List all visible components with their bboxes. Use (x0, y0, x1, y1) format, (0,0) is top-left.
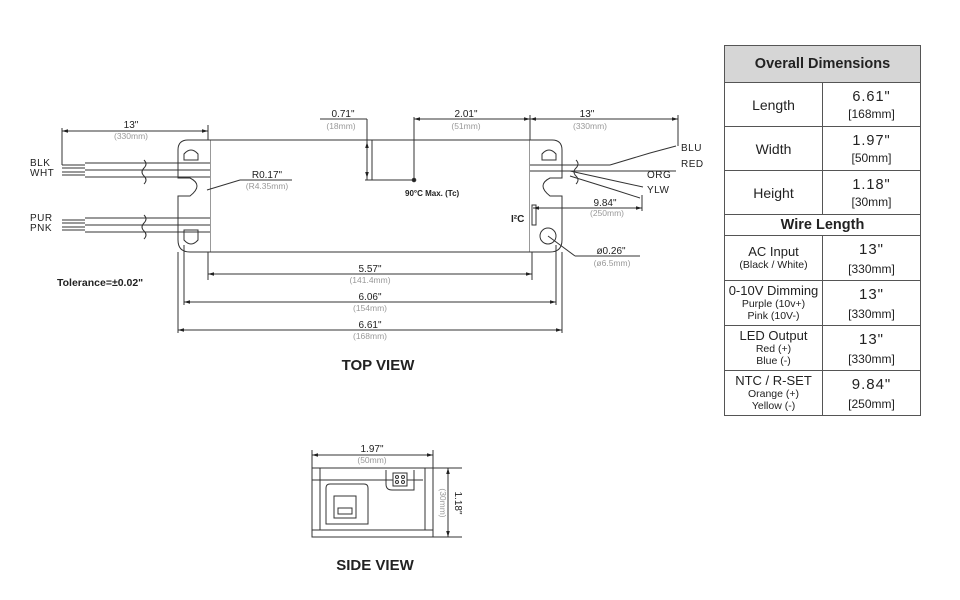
wire-label-blk: BLK (30, 158, 50, 169)
row-value-mm: [30mm] (851, 194, 892, 209)
wire-label-pur: PUR (30, 213, 53, 224)
row-value-mm: [50mm] (851, 150, 892, 165)
wire-length-header: Wire Length (724, 214, 921, 236)
tc-label: 90°C Max. (Tc) (405, 189, 460, 198)
row-value: 1.18" (852, 176, 891, 193)
wire-label-wht: WHT (30, 168, 54, 179)
row-label: 0-10V Dimming (728, 283, 819, 298)
top-view (61, 115, 679, 333)
dim-right-wire-mm: (330mm) (573, 121, 607, 131)
row-value-mm: [250mm] (848, 396, 895, 411)
wire-label-red: RED (681, 159, 704, 170)
side-height-dim: 1.18" (452, 491, 463, 514)
table-row: Height 1.18"[30mm] (724, 170, 921, 215)
row-value-mm: [330mm] (848, 351, 895, 366)
row-sublabel: Blue (-) (756, 355, 791, 367)
dim-left-wire-mm: (330mm) (114, 131, 148, 141)
row-value: 13" (858, 240, 884, 258)
side-height-dim-mm: (30mm) (438, 488, 448, 517)
left-flange (177, 139, 210, 253)
dim-radius: R0.17" (252, 170, 283, 181)
row-value: 1.97" (852, 132, 891, 149)
wire-label-org: ORG (647, 170, 671, 181)
row-value-mm: [330mm] (848, 261, 895, 276)
tolerance-note: Tolerance=±0.02" (57, 277, 143, 289)
dim-hole-pitch: 6.06" (358, 292, 381, 303)
table-row: Length 6.61"[168mm] (724, 82, 921, 127)
dim-left-wire: 13" (124, 120, 139, 131)
dim-hole-mm: (ø6.5mm) (594, 258, 631, 268)
row-sublabel: Red (+) (755, 343, 792, 355)
side-width-dim-mm: (50mm) (357, 455, 386, 465)
dim-body: 5.57" (358, 264, 381, 275)
row-label: AC Input (748, 244, 799, 259)
side-width-dim: 1.97" (360, 444, 383, 455)
dim-right-wire: 13" (580, 109, 595, 120)
wire-label-blu: BLU (681, 143, 702, 154)
i2c-label: I²C (511, 214, 524, 225)
row-label: Length (724, 82, 823, 127)
row-value: 6.61" (852, 88, 891, 105)
row-label: NTC / R-SET (735, 373, 812, 388)
row-value: 9.84" (851, 375, 892, 393)
row-sublabel: Pink (10V-) (747, 310, 800, 322)
row-label: LED Output (739, 328, 808, 343)
dim-ntc-wire-mm: (250mm) (590, 208, 624, 218)
row-value: 13" (858, 330, 884, 348)
dim-tc-y: 0.71" (331, 109, 354, 120)
row-value-mm: [330mm] (848, 306, 895, 321)
table-row: AC Input(Black / White) 13" [330mm] (724, 235, 921, 281)
table-row: Width 1.97"[50mm] (724, 126, 921, 171)
dim-tc-x-mm: (51mm) (451, 121, 480, 131)
row-sublabel: Purple (10v+) (741, 298, 806, 310)
row-sublabel: Yellow (-) (751, 400, 796, 412)
side-view (311, 450, 462, 538)
overall-dimensions-header: Overall Dimensions (724, 45, 921, 83)
dim-overall: 6.61" (358, 320, 381, 331)
row-label: Width (724, 126, 823, 171)
driver-body (209, 139, 531, 253)
dim-overall-mm: (168mm) (353, 331, 387, 341)
top-view-title: TOP VIEW (342, 357, 416, 374)
side-view-title: SIDE VIEW (336, 557, 414, 574)
row-label: Height (724, 170, 823, 215)
row-value-mm: [168mm] (848, 106, 895, 121)
spec-table: Overall Dimensions Length 6.61"[168mm] W… (724, 45, 921, 416)
right-flange (530, 139, 563, 253)
row-sublabel: (Black / White) (739, 259, 808, 271)
wire-label-pnk: PNK (30, 223, 52, 234)
dim-tc-y-mm: (18mm) (326, 121, 355, 131)
dim-tc-x: 2.01" (454, 109, 477, 120)
dim-body-mm: (141.4mm) (349, 275, 390, 285)
dim-hole-pitch-mm: (154mm) (353, 303, 387, 313)
dim-ntc-wire: 9.84" (593, 198, 616, 209)
row-sublabel: Orange (+) (747, 388, 800, 400)
dim-radius-mm: (R4.35mm) (246, 181, 289, 191)
row-value: 13" (858, 285, 884, 303)
dim-hole: ø0.26" (596, 246, 626, 257)
wire-label-ylw: YLW (647, 185, 669, 196)
